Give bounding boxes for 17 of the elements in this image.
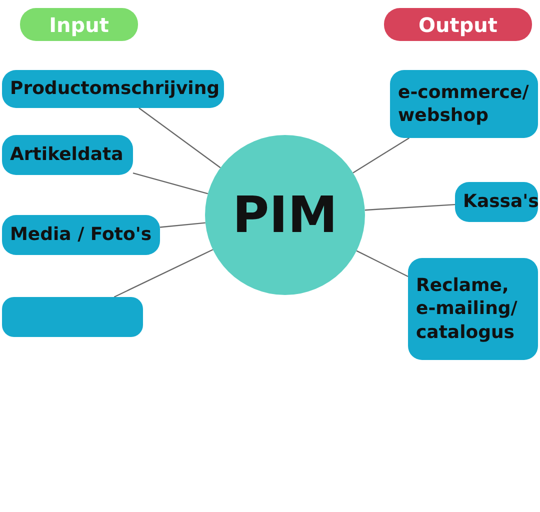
rounded-box: Media / Foto's [2, 215, 160, 255]
rounded-box: Reclame, e-mailing/ catalogus [408, 258, 538, 360]
rounded-box: e-commerce/ webshop [390, 70, 538, 138]
empty-box [2, 297, 143, 337]
output-pill: Output [384, 8, 532, 41]
rounded-box: Artikeldata [2, 135, 133, 175]
hub-circle: PIM [205, 135, 365, 295]
input-pill: Input [20, 8, 138, 41]
rounded-box: Productomschrijving [2, 70, 224, 108]
connector-line [160, 222, 206, 228]
connector-line [132, 172, 208, 194]
connector-line [138, 108, 221, 168]
connector-line [356, 250, 408, 278]
connector-line [114, 249, 214, 298]
connector-line [364, 204, 456, 211]
rounded-box: Kassa's [455, 182, 538, 222]
connector-line [352, 138, 410, 174]
